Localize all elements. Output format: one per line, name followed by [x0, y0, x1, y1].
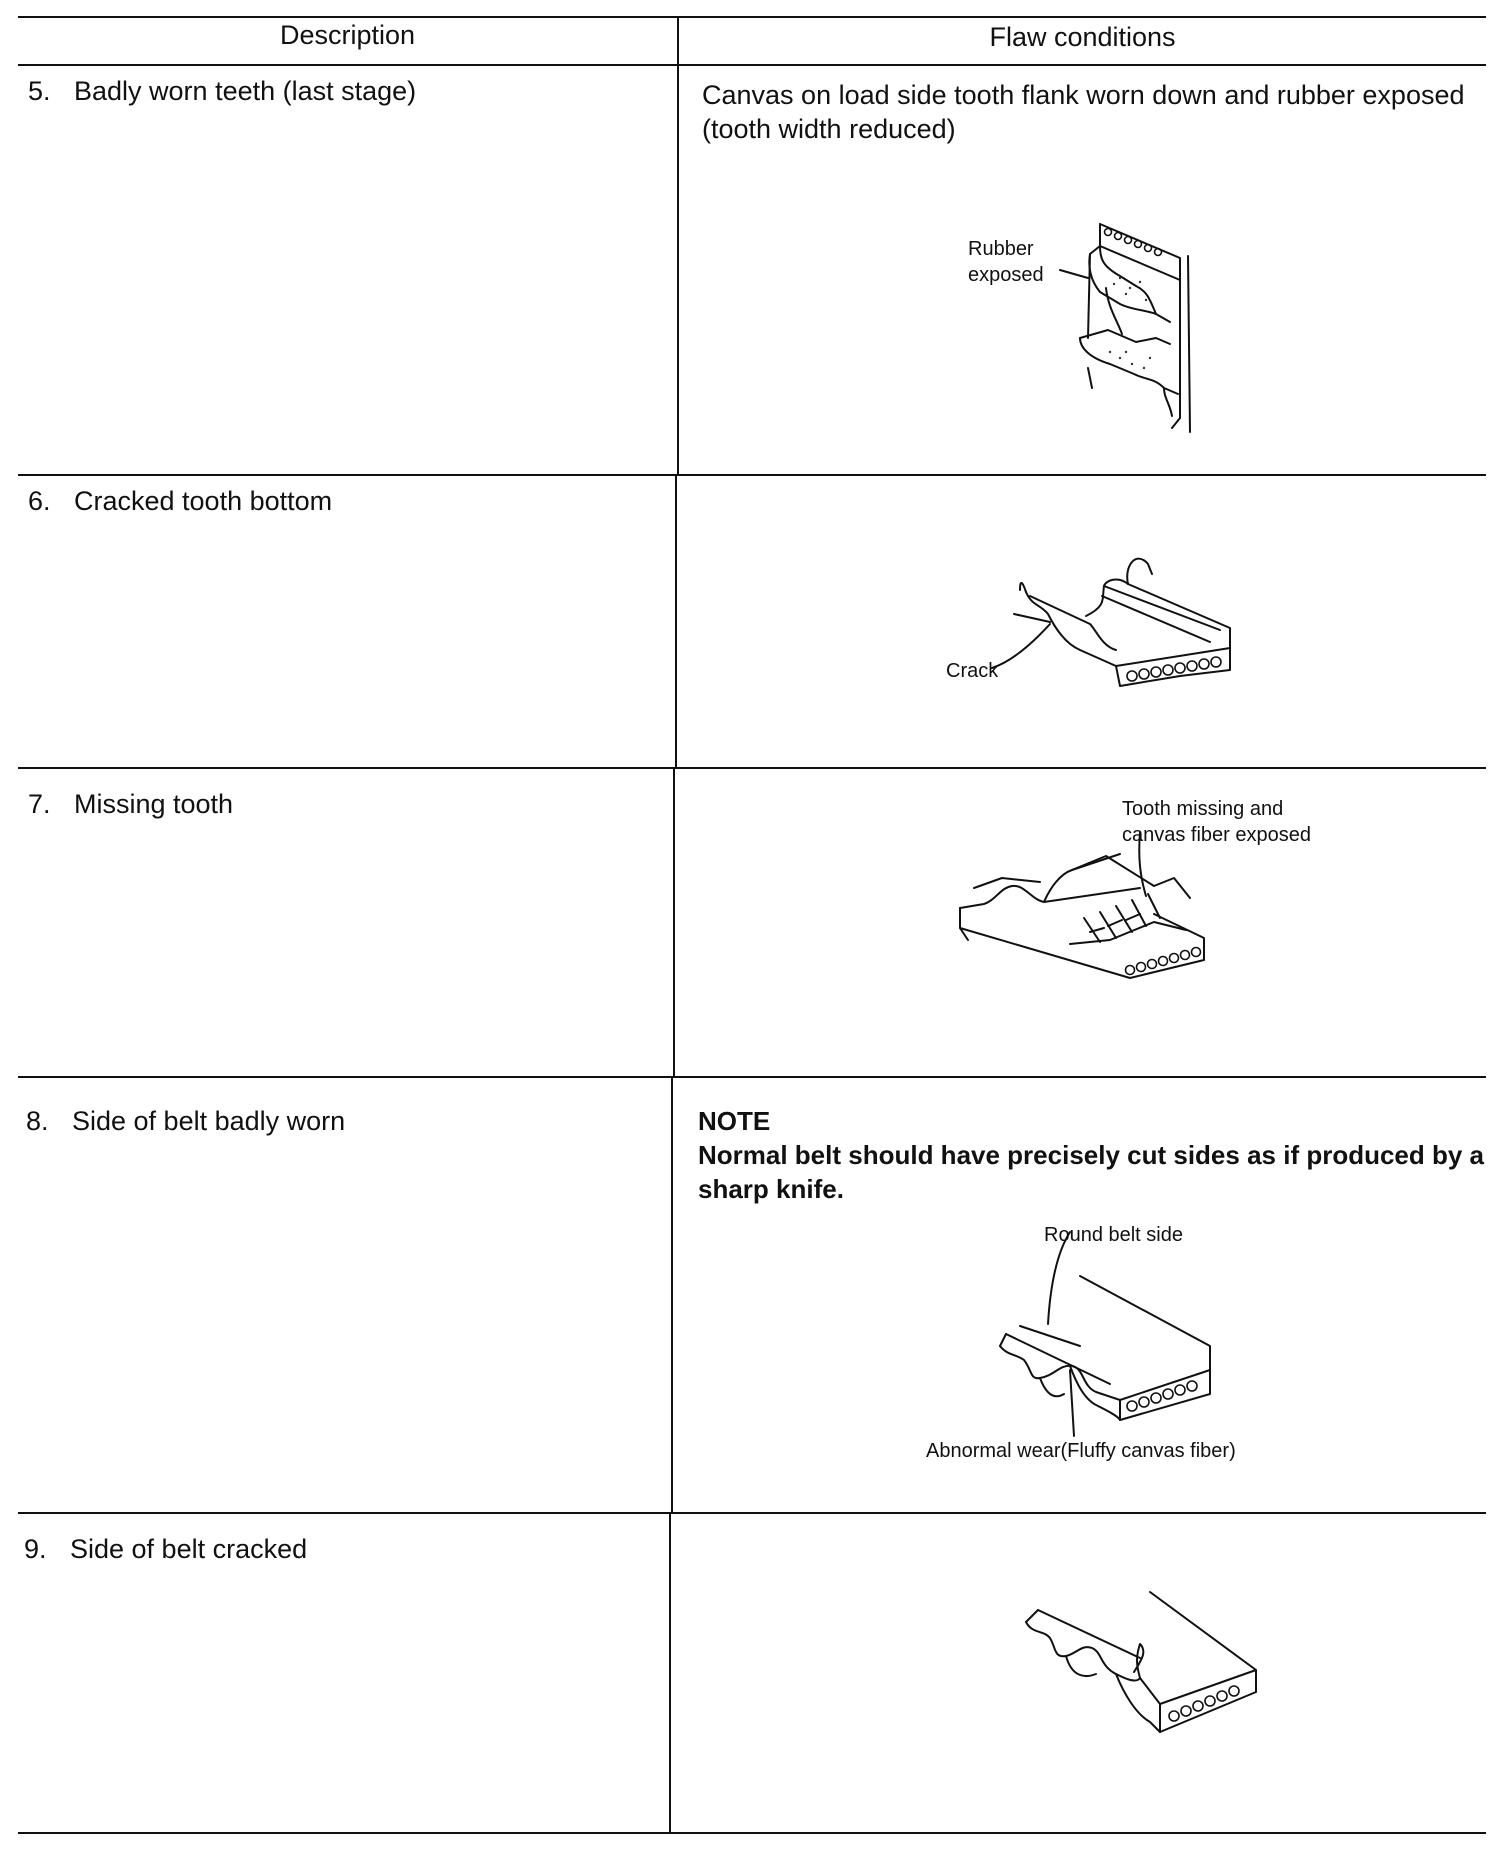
column-divider: [669, 1512, 671, 1832]
row-description: Cracked tooth bottom: [74, 486, 333, 516]
row-description: Missing tooth: [74, 789, 234, 819]
row-number: 9.: [24, 1534, 47, 1564]
note-title: NOTE: [698, 1106, 771, 1136]
figure-label: Crack: [946, 660, 999, 682]
row-number: 8.: [26, 1106, 49, 1136]
worn-teeth-illustration: [1059, 223, 1191, 433]
table-bottom-rule: [18, 1832, 1486, 1834]
row-description: Side of belt cracked: [70, 1534, 308, 1564]
figure-label: Round belt side: [1044, 1224, 1183, 1246]
row-description: Side of belt badly worn: [72, 1106, 346, 1136]
description-cell: 5. Badly worn teeth (last stage): [28, 74, 416, 108]
description-cell: 9. Side of belt cracked: [24, 1532, 307, 1566]
table-top-rule: [18, 16, 1486, 18]
column-divider: [675, 474, 677, 767]
row-description: Badly worn teeth (last stage): [74, 76, 417, 106]
header-rule: [18, 64, 1486, 66]
cracked-tooth-illustration: [991, 557, 1231, 687]
row-number: 6.: [28, 486, 51, 516]
row-number: 5.: [28, 76, 51, 106]
row-number: 7.: [28, 789, 51, 819]
column-divider: [677, 16, 679, 474]
missing-tooth-illustration: [959, 831, 1205, 979]
column-divider: [671, 1076, 673, 1512]
flaw-description: Canvas on load side tooth flank worn dow…: [702, 80, 1465, 144]
row-divider: [18, 767, 1486, 769]
column-divider: [673, 767, 675, 1076]
row-divider: [18, 1076, 1486, 1078]
description-cell: 6. Cracked tooth bottom: [28, 484, 332, 518]
header-flaw-conditions: Flaw conditions: [989, 22, 1176, 52]
description-cell: 8. Side of belt badly worn: [26, 1104, 345, 1138]
note-text: Normal belt should have precisely cut si…: [698, 1140, 1485, 1204]
row-divider: [18, 474, 1486, 476]
cracked-side-illustration: [1025, 1591, 1257, 1733]
header-description: Description: [279, 20, 416, 50]
worn-side-illustration: [999, 1231, 1211, 1437]
description-cell: 7. Missing tooth: [28, 787, 233, 821]
row-divider: [18, 1512, 1486, 1514]
figure-label: Abnormal wear(Fluffy canvas fiber): [926, 1440, 1236, 1462]
